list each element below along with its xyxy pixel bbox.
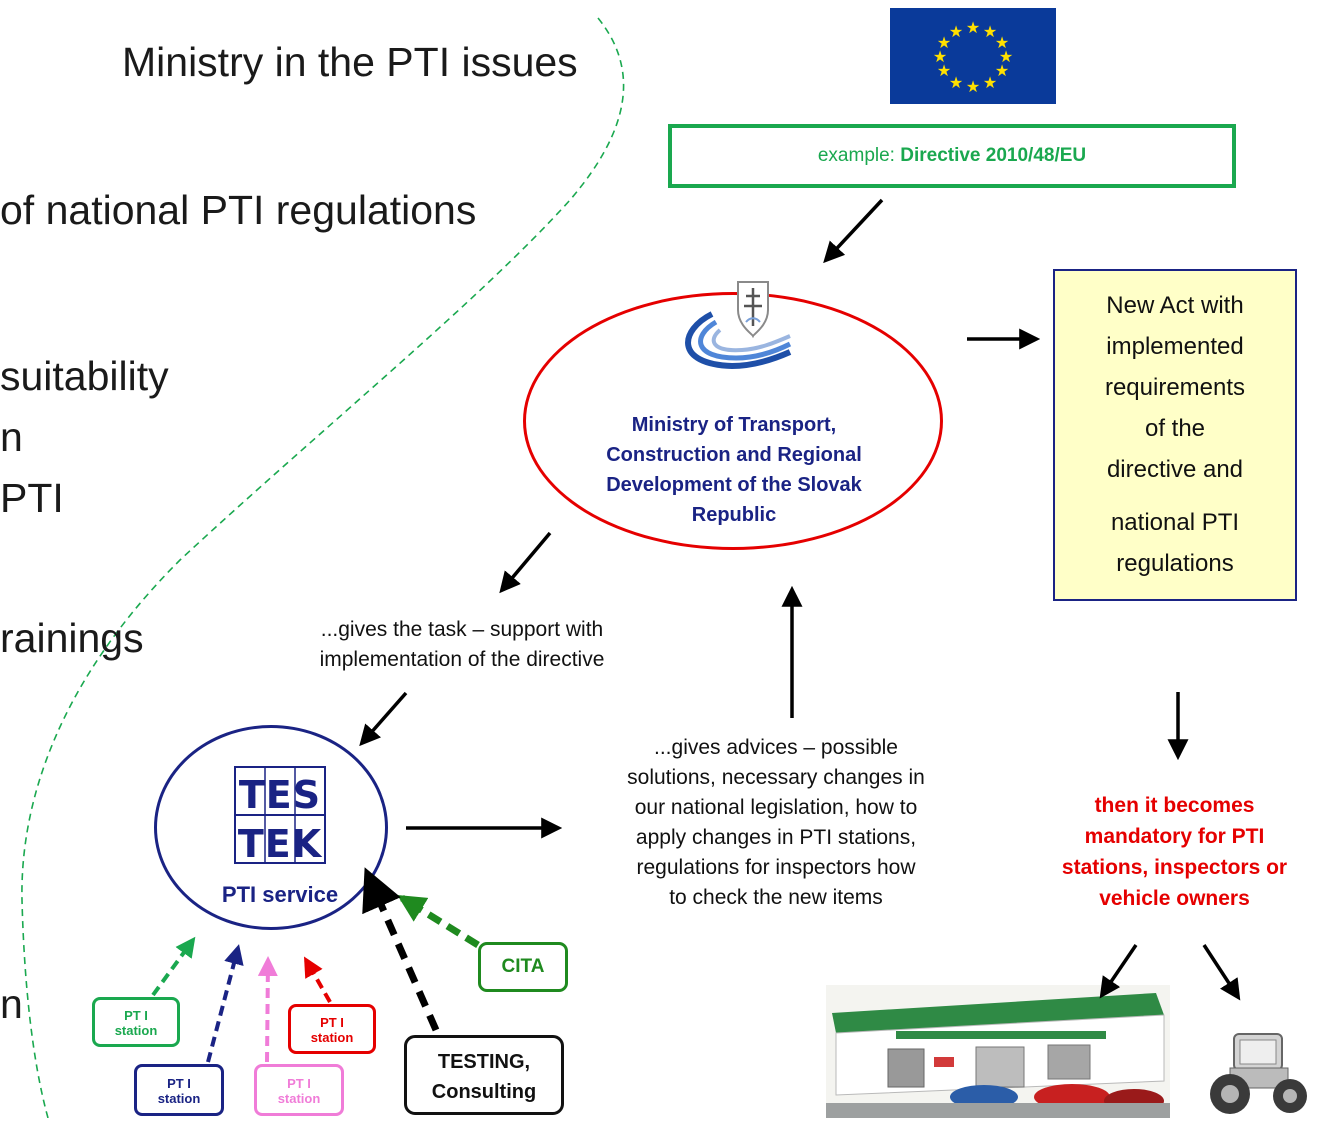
advice-line5: regulations for inspectors how <box>636 856 916 879</box>
new-act-line4: of the <box>1144 415 1206 442</box>
eu-flag-icon: ★ ★ ★ ★ ★ ★ ★ ★ ★ ★ ★ ★ <box>890 8 1056 104</box>
directive-box: example: Directive 2010/48/EU <box>668 124 1236 188</box>
svg-text:★: ★ <box>995 61 1009 80</box>
testek-logo-icon: TES TEK <box>234 766 326 866</box>
testek-logo-top: TES <box>239 773 321 817</box>
left-text-line6: rainings <box>0 615 144 661</box>
mandatory-line1: then it becomes <box>1094 794 1255 817</box>
arrow-directive-to-ministry <box>823 198 884 264</box>
mandatory-text: then it becomes mandatory for PTI statio… <box>1022 790 1327 914</box>
svg-text:★: ★ <box>966 18 980 37</box>
svg-text:★: ★ <box>937 33 951 52</box>
pti-station-red-line1: PT I <box>320 1015 344 1030</box>
pti-station-green-line1: PT I <box>124 1008 148 1023</box>
svg-text:★: ★ <box>937 61 951 80</box>
new-act-line2: implemented <box>1106 333 1244 360</box>
svg-text:★: ★ <box>983 73 997 92</box>
arrow-task-to-testek <box>359 691 408 747</box>
ministry-line1: Ministry of Transport, <box>631 414 837 436</box>
directive-prefix: example: <box>817 145 901 166</box>
svg-text:★: ★ <box>999 47 1013 66</box>
task-line2: implementation of the directive <box>319 648 605 671</box>
testing-consulting-box: TESTING, Consulting <box>404 1035 564 1115</box>
advice-line1: ...gives advices – possible <box>654 736 898 759</box>
pti-station-navy: PT I station <box>134 1064 224 1116</box>
arrow-navy-station-to-testek <box>206 944 244 1063</box>
mandatory-line3: stations, inspectors or <box>1061 856 1288 879</box>
advice-line3: our national legislation, how to <box>634 796 918 819</box>
testing-line1: TESTING, <box>437 1051 531 1073</box>
arrow-red-station-to-testek <box>304 956 332 1003</box>
pti-station-red: PT I station <box>288 1004 376 1054</box>
svg-text:★: ★ <box>966 77 980 96</box>
task-text: ...gives the task – support with impleme… <box>258 615 666 675</box>
task-line1: ...gives the task – support with <box>320 618 604 641</box>
left-text-line5: PTI <box>0 475 64 521</box>
left-text-line7: n <box>0 981 23 1027</box>
new-act-line1: New Act with <box>1106 292 1244 319</box>
testing-line2: Consulting <box>431 1081 537 1103</box>
new-act-line3: requirements <box>1104 374 1246 401</box>
arrow-green-station-to-testek <box>151 936 196 997</box>
advice-line4: apply changes in PTI stations, <box>635 826 917 849</box>
new-act-line6: national PTI <box>1110 509 1240 536</box>
pti-station-building-icon <box>826 985 1170 1118</box>
arrow-mandatory-to-owners <box>1202 944 1241 1001</box>
directive-name: Directive 2010/48/EU <box>900 145 1087 166</box>
mandatory-line4: vehicle owners <box>1099 887 1250 910</box>
left-text-line1: Ministry in the PTI issues <box>122 39 578 85</box>
new-act-box: New Act with implemented requirements of… <box>1053 269 1297 601</box>
pti-station-green: PT I station <box>92 997 180 1047</box>
advice-line2: solutions, necessary changes in <box>627 766 925 789</box>
tractor-icon <box>1204 1030 1314 1118</box>
advice-text: ...gives advices – possible solutions, n… <box>566 733 986 913</box>
new-act-line5: directive and <box>1106 456 1244 483</box>
ministry-line2: Construction and Regional <box>606 444 862 466</box>
svg-text:★: ★ <box>983 22 997 41</box>
ministry-ellipse <box>523 292 943 550</box>
arrow-pink-station-to-testek <box>257 956 278 1063</box>
left-text-line3: suitability <box>0 353 169 399</box>
arrow-mandatory-to-stations <box>1099 944 1138 999</box>
ministry-line4: Republic <box>691 504 777 526</box>
pti-station-navy-line1: PT I <box>167 1076 191 1091</box>
ministry-line3: Development of the Slovak <box>606 474 862 496</box>
pti-station-pink-line2: station <box>277 1091 321 1106</box>
svg-text:★: ★ <box>933 47 947 66</box>
advice-line6: to check the new items <box>669 886 883 909</box>
left-text-line2: of national PTI regulations <box>0 187 477 233</box>
ministry-label: Ministry of Transport, Construction and … <box>553 410 915 530</box>
arrow-ministry-to-task <box>499 531 552 594</box>
new-act-line7: regulations <box>1116 550 1234 577</box>
cita-box: CITA <box>478 942 568 992</box>
svg-text:★: ★ <box>995 33 1009 52</box>
svg-text:★: ★ <box>949 22 963 41</box>
testek-logo-bottom: TEK <box>238 822 323 864</box>
left-text-line4: n <box>0 414 23 460</box>
arrow-testing-to-testek <box>362 867 440 1032</box>
svg-text:★: ★ <box>949 73 963 92</box>
arrow-cita-to-testek <box>397 895 480 948</box>
pti-station-pink: PT I station <box>254 1064 344 1116</box>
pti-station-green-line2: station <box>114 1023 158 1038</box>
pti-station-pink-line1: PT I <box>287 1076 311 1091</box>
slovak-emblem-icon <box>672 270 792 380</box>
pti-station-navy-line2: station <box>157 1091 201 1106</box>
pti-service-label: PTI service <box>221 882 339 907</box>
pti-station-red-line2: station <box>310 1030 354 1045</box>
mandatory-line2: mandatory for PTI <box>1084 825 1265 848</box>
